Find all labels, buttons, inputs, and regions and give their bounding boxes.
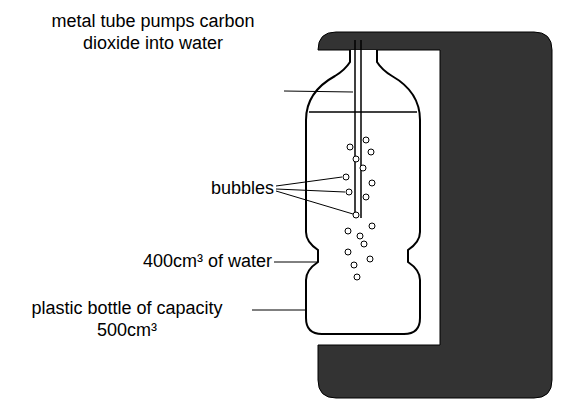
leader-lines	[252, 91, 353, 310]
bubbles-label: bubbles	[190, 177, 274, 199]
bottle-capacity-label: plastic bottle of capacity 500cm³	[4, 297, 250, 341]
water-volume-label: 400cm³ of water	[60, 250, 272, 272]
bubbles	[343, 137, 375, 280]
metal-tube	[360, 40, 362, 218]
plastic-bottle	[306, 50, 420, 334]
tube-label: metal tube pumps carbon dioxide into wat…	[22, 10, 284, 54]
water-surface	[309, 111, 417, 113]
metal-tube	[354, 40, 356, 218]
